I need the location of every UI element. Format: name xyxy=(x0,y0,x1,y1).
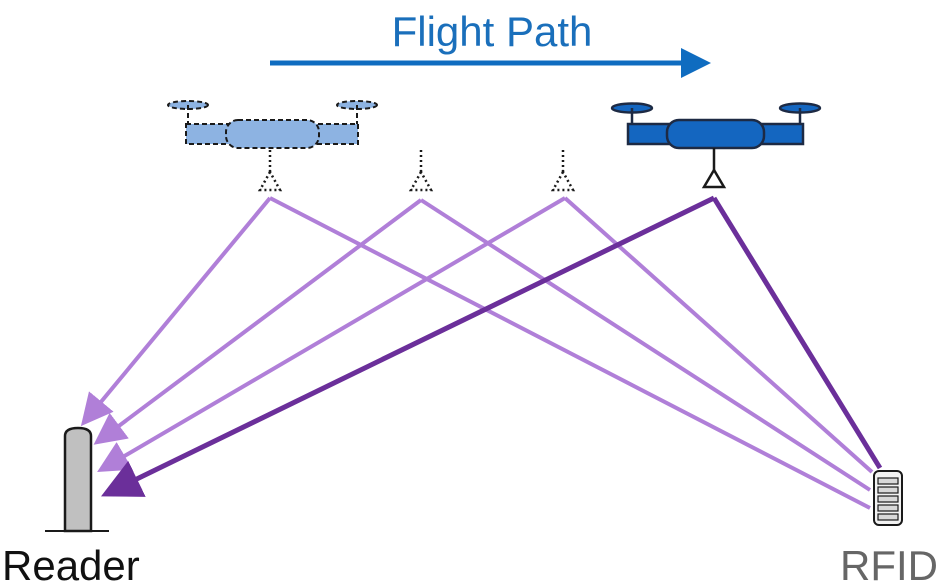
signal-path xyxy=(269,196,871,510)
rfid-tag-icon xyxy=(873,470,903,526)
reader-label: Reader xyxy=(2,542,140,586)
antenna-icon xyxy=(257,150,283,192)
drone-icon xyxy=(610,102,822,189)
rfid-signal-paths xyxy=(269,196,874,510)
signal-path xyxy=(419,198,872,492)
reader-icon xyxy=(45,426,109,533)
flight-path-title: Flight Path xyxy=(392,8,593,55)
signal-path xyxy=(80,196,272,427)
active-signal-to-reader xyxy=(101,195,716,497)
drone-outline-icon xyxy=(167,100,378,149)
antenna-outline-icons xyxy=(257,150,576,192)
signal-path xyxy=(97,196,567,473)
antenna-icon xyxy=(550,150,576,192)
rfid-label: RFID xyxy=(840,542,938,586)
antenna-icon xyxy=(408,150,434,192)
signal-path xyxy=(93,198,423,445)
active-signal-to-rfid xyxy=(711,196,883,470)
reader-signal-paths xyxy=(80,196,567,473)
